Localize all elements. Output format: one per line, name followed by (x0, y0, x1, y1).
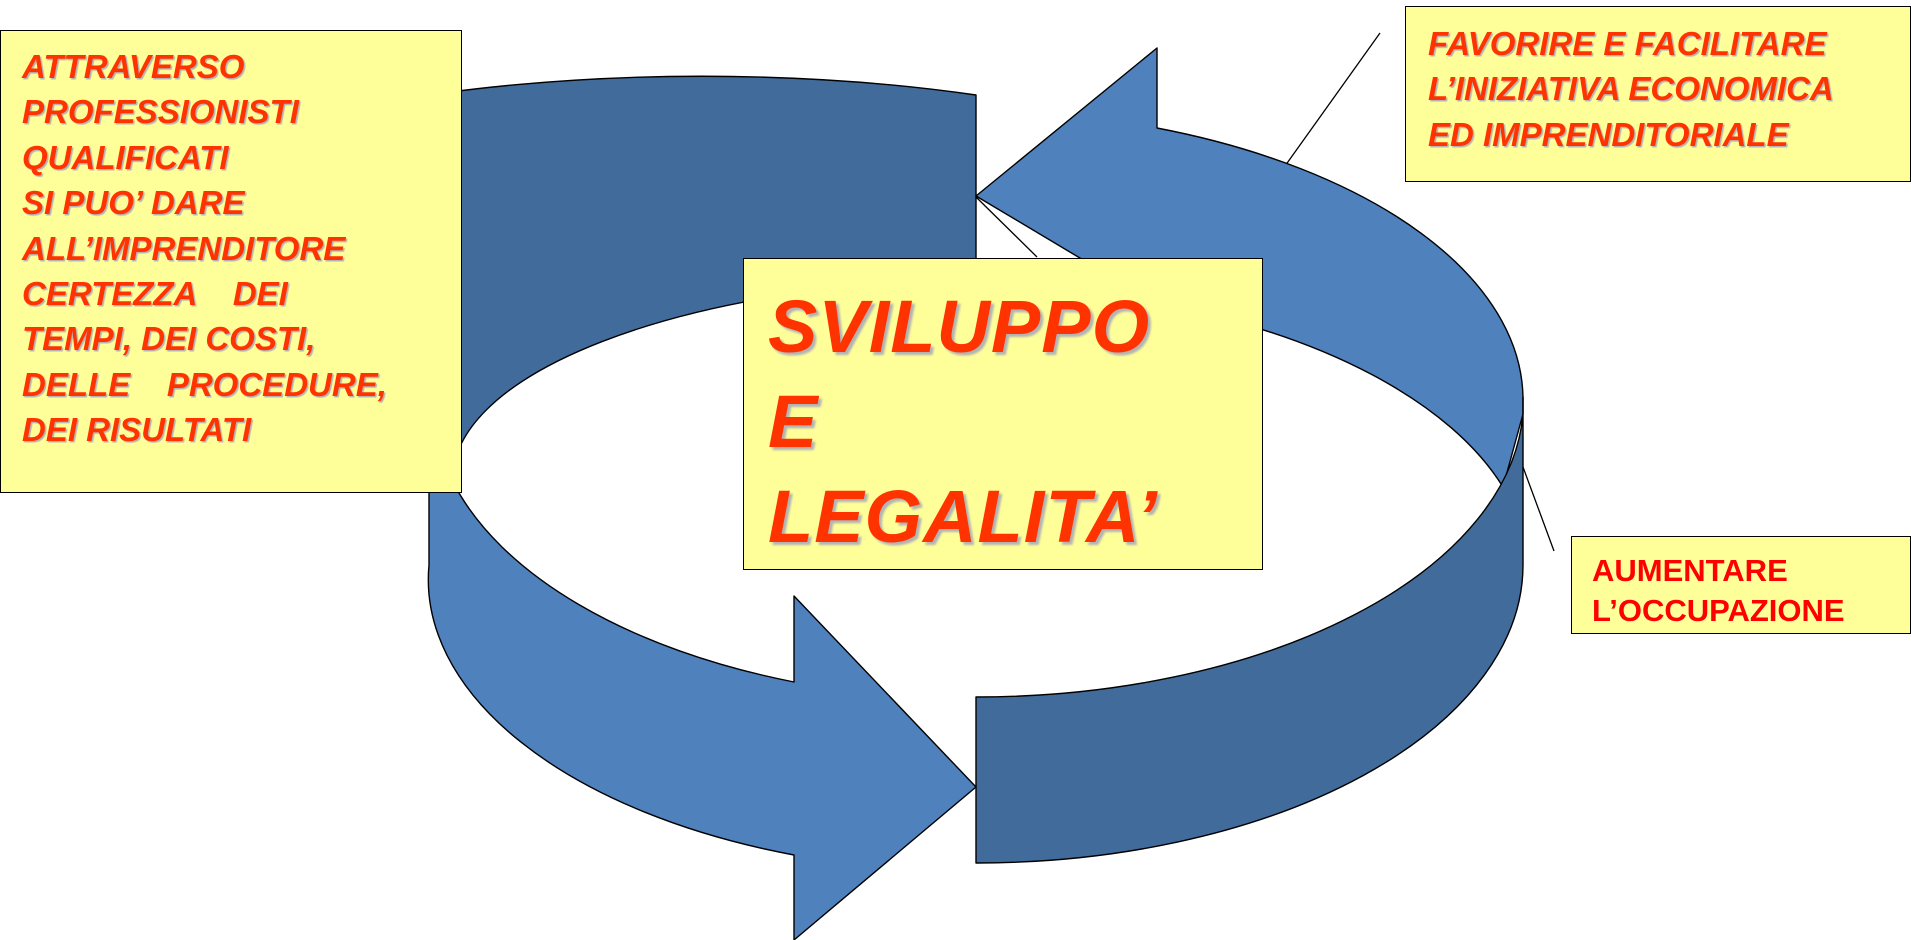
center-title-line: SVILUPPO (768, 285, 1151, 368)
note-line: SI PUO’ DARE (22, 184, 245, 222)
note-line: TEMPI, DEI COSTI, (22, 320, 316, 358)
note-line: DELLE PROCEDURE, (22, 365, 387, 403)
note-line: QUALIFICATI (22, 138, 229, 176)
note-line: L’INIZIATIVA ECONOMICA (1428, 70, 1834, 108)
note-box-professionals: ATTRAVERSO PROFESSIONISTI QUALIFICATI SI… (0, 30, 462, 493)
note-box-economic-initiative: FAVORIRE E FACILITARE L’INIZIATIVA ECONO… (1405, 6, 1911, 182)
note-line: ATTRAVERSO (22, 48, 245, 85)
note-line: CERTEZZA DEI (22, 275, 288, 313)
center-title-box: SVILUPPO E LEGALITA’ (743, 258, 1263, 570)
arrow-body-right (975, 396, 1524, 864)
center-title-line: LEGALITA’ (768, 475, 1158, 558)
connector-line-top-right (1284, 32, 1381, 167)
center-title-line: E (768, 380, 819, 463)
note-line: DEI RISULTATI (22, 411, 252, 449)
note-line: ALL’IMPRENDITORE (22, 229, 346, 267)
arrow-lower-left (427, 396, 977, 940)
connector-line-center (975, 196, 1038, 258)
note-line: AUMENTARE (1592, 553, 1788, 588)
note-line: PROFESSIONISTI (22, 93, 299, 131)
note-box-employment: AUMENTARE L’OCCUPAZIONE (1571, 536, 1911, 634)
note-line: FAVORIRE E FACILITARE (1428, 25, 1827, 62)
note-line: ED IMPRENDITORIALE (1428, 115, 1789, 153)
note-line: L’OCCUPAZIONE (1592, 593, 1845, 628)
connector-line-right (1522, 466, 1555, 552)
